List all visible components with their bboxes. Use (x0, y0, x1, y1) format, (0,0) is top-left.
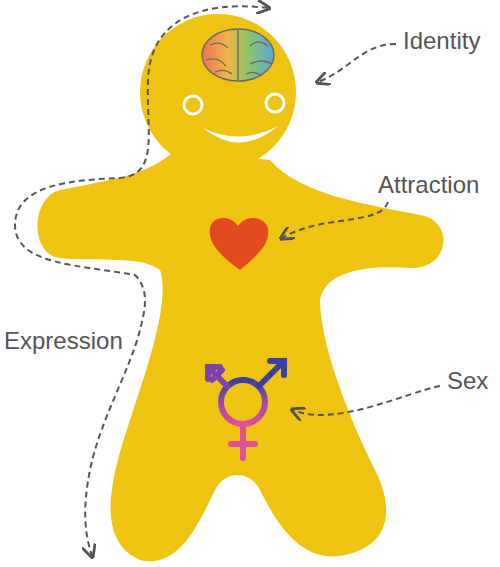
expression-label: Expression (4, 328, 123, 354)
identity-label: Identity (403, 28, 480, 54)
sex-label: Sex (447, 368, 488, 394)
heart-icon (210, 218, 269, 270)
attraction-label: Attraction (378, 172, 479, 198)
face (184, 94, 284, 143)
gingerbread-figure (38, 14, 444, 561)
transgender-symbol (208, 361, 284, 458)
brain-icon (202, 29, 274, 81)
leader-lines (15, 6, 440, 556)
